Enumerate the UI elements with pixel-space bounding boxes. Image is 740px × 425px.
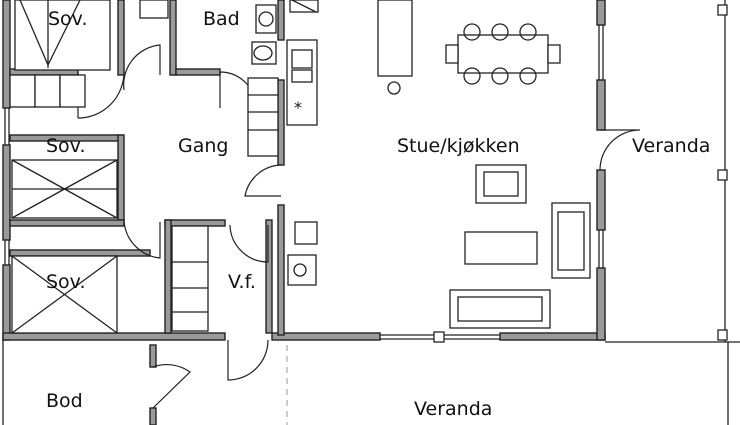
room-label-gang: Gang xyxy=(178,135,229,157)
sofa-bottom xyxy=(449,289,551,329)
room-label-sov-bottom: Sov. xyxy=(46,271,86,293)
room-label-sov-top: Sov. xyxy=(48,8,88,30)
room-label-vf: V.f. xyxy=(228,271,256,293)
room-label-veranda-bottom: Veranda xyxy=(414,398,493,420)
windows xyxy=(4,25,604,343)
dining-table xyxy=(457,34,549,74)
coffee-table xyxy=(464,231,538,265)
room-label-bod: Bod xyxy=(46,390,83,412)
furniture xyxy=(9,0,591,334)
doors xyxy=(77,44,641,409)
room-label-stue: Stue/kjøkken xyxy=(397,135,520,157)
room-label-veranda-right: Veranda xyxy=(632,135,711,157)
room-label-bad: Bad xyxy=(203,8,240,30)
room-label-sov-mid: Sov. xyxy=(46,135,86,157)
stove-symbol: * xyxy=(294,98,302,117)
